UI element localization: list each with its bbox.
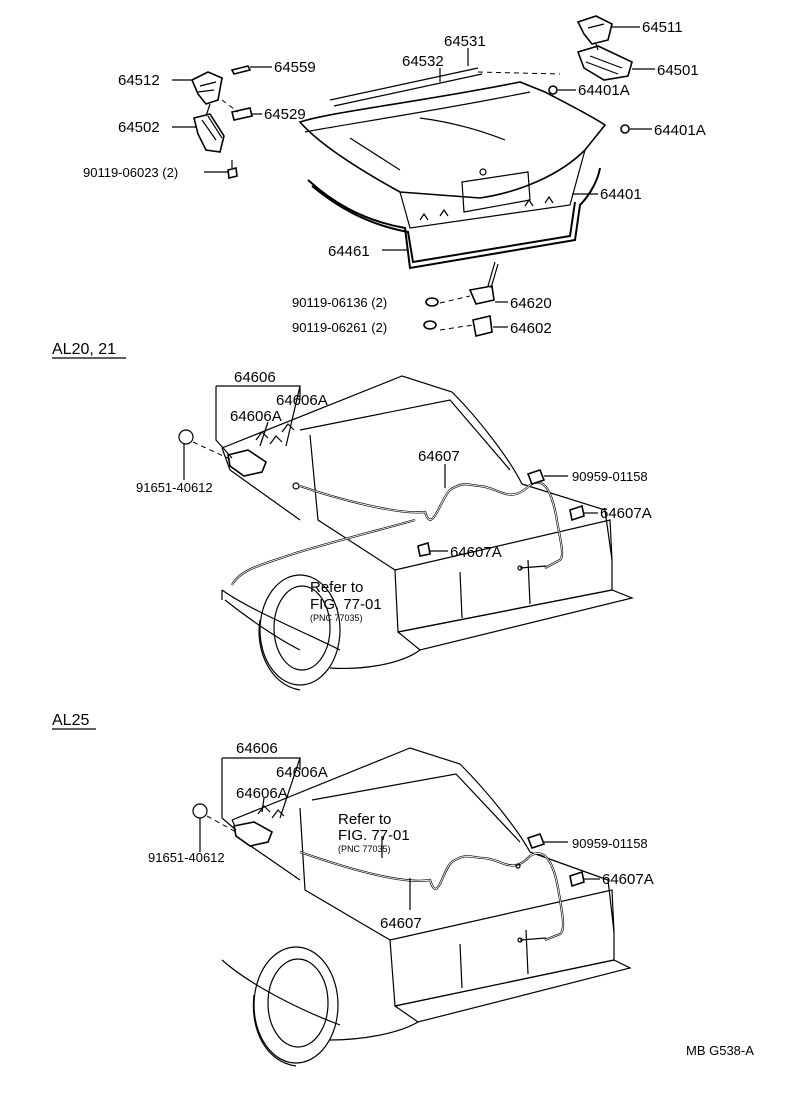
refer-pnc-al20: (PNC 77035) xyxy=(310,613,363,623)
label-64606A-al25-2: 64606A xyxy=(236,785,288,802)
car-rear-body-al25 xyxy=(221,747,632,1067)
label-90119-06023: 90119-06023 (2) xyxy=(83,165,178,180)
label-64401: 64401 xyxy=(600,186,642,203)
wire-harness-64607-al20 xyxy=(231,481,564,586)
car-rear-body-al20 xyxy=(221,375,634,691)
bolt-B-marker-al20 xyxy=(178,429,194,445)
label-64606A-al20-1: 64606A xyxy=(276,392,328,409)
label-64620: 64620 xyxy=(510,295,552,312)
refer-line2-al25: FIG. 77-01 xyxy=(338,827,410,844)
label-64607A-al20-1: 64607A xyxy=(600,505,652,522)
label-90119-06136: 90119-06136 (2) xyxy=(292,295,387,310)
bolt-90119-06023 xyxy=(227,167,238,179)
right-hinge-group xyxy=(548,15,633,134)
bumper-64559 xyxy=(230,65,252,75)
label-64531: 64531 xyxy=(444,33,486,50)
wire-harness-64607-al25 xyxy=(299,850,565,943)
lock-64602 xyxy=(472,315,493,337)
label-64532: 64532 xyxy=(402,53,444,70)
latch-64620 xyxy=(468,285,495,305)
section-heading-al20-21: AL20, 21 xyxy=(52,341,116,358)
refer-line1-al25: Refer to xyxy=(338,811,391,828)
label-64607-al25: 64607 xyxy=(380,915,422,932)
label-64606-al25: 64606 xyxy=(236,740,278,757)
hinge-64512 xyxy=(190,71,223,105)
connector-parts-al20 xyxy=(178,423,585,557)
trunk-lid-panel xyxy=(298,81,607,199)
label-91651-40612-al20: 91651-40612 xyxy=(136,480,213,495)
label-91651-40612-al25: 91651-40612 xyxy=(148,850,225,865)
top-leader-lines xyxy=(172,26,655,328)
label-64607-al20: 64607 xyxy=(418,448,460,465)
label-64606A-al25-1: 64606A xyxy=(276,764,328,781)
label-64511: 64511 xyxy=(642,19,683,36)
clamp-64607A-al20-2 xyxy=(417,541,431,557)
section-al25: AL25 xyxy=(52,712,654,1067)
label-64607A-al25: 64607A xyxy=(602,871,654,888)
top-labels: 64531 64532 64511 64501 64512 64559 6440… xyxy=(83,19,706,337)
connector-parts-al25 xyxy=(192,803,585,888)
refer-line2-al20: FIG. 77-01 xyxy=(310,596,382,613)
label-64559: 64559 xyxy=(274,59,316,76)
label-64401A-1: 64401A xyxy=(578,82,630,99)
hinge-64511 xyxy=(576,15,613,45)
label-90959-01158-al25: 90959-01158 xyxy=(572,836,648,851)
label-64512: 64512 xyxy=(118,72,160,89)
left-hinge-group xyxy=(190,65,253,179)
cushion-64401A-1 xyxy=(548,85,558,95)
label-64602: 64602 xyxy=(510,320,552,337)
label-90119-06261: 90119-06261 (2) xyxy=(292,320,387,335)
torsion-bar xyxy=(329,67,483,107)
bolt-B-marker-al25 xyxy=(192,803,208,819)
trunk-lid-assembly xyxy=(298,67,607,337)
bracket-64606 xyxy=(227,449,267,477)
section-al20-21: AL20, 21 xyxy=(52,341,652,691)
section-heading-al25: AL25 xyxy=(52,712,89,729)
refer-line1-al20: Refer to xyxy=(310,579,363,596)
leader-lines-al20 xyxy=(183,385,598,552)
diagram-code: MB G538-A xyxy=(686,1043,754,1058)
leader-lines-al25 xyxy=(199,757,600,910)
label-64401A-2: 64401A xyxy=(654,122,706,139)
label-64606A-al20-2: 64606A xyxy=(230,408,282,425)
labels-al20: 64606 64606A 64606A 64607 90959-01158 64… xyxy=(136,369,652,623)
clamp-64607A-al25 xyxy=(569,870,585,888)
bracket-64606-al25 xyxy=(233,821,274,847)
label-64606-al20: 64606 xyxy=(234,369,276,386)
hinge-64501 xyxy=(576,45,633,81)
label-64502: 64502 xyxy=(118,119,160,136)
labels-al25: 64606 64606A 64606A 91651-40612 90959-01… xyxy=(148,740,654,932)
label-64607A-al20-2: 64607A xyxy=(450,544,502,561)
label-90959-01158-al20: 90959-01158 xyxy=(572,469,648,484)
weatherstrip-64461 xyxy=(307,167,601,270)
bracket-64529 xyxy=(231,107,253,121)
clamp-64607A-al20-1 xyxy=(569,504,585,522)
refer-pnc-al25: (PNC 77035) xyxy=(338,844,391,854)
license-plate-recess xyxy=(461,171,531,213)
clamp-90959-01158-al20 xyxy=(526,469,546,485)
label-64529: 64529 xyxy=(264,106,306,123)
label-64461: 64461 xyxy=(328,243,370,260)
hinge-64502 xyxy=(193,113,225,153)
cushion-64401A-2 xyxy=(620,124,630,134)
label-64501: 64501 xyxy=(657,62,699,79)
clamp-90959-01158-al25 xyxy=(526,833,546,849)
